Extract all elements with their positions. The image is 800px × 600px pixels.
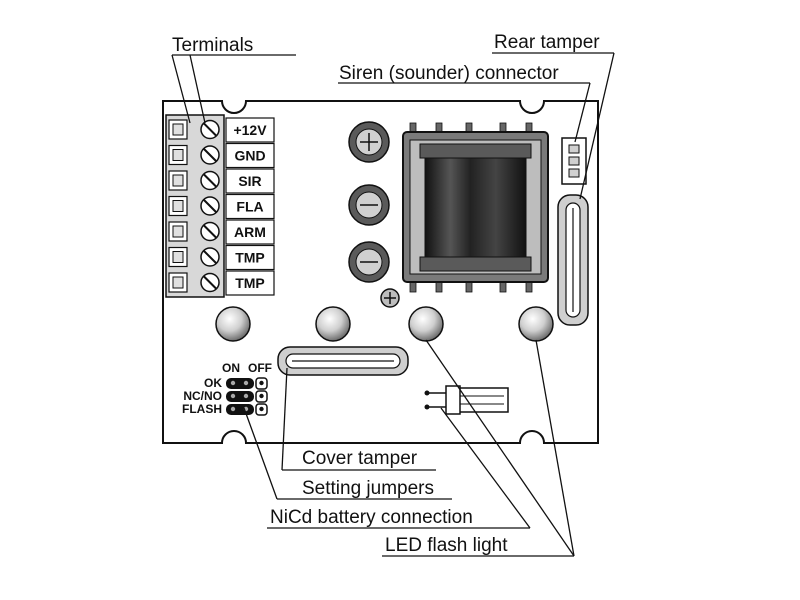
jumper-row-label: NC/NO xyxy=(183,389,222,403)
leader-lines xyxy=(171,52,615,557)
jumper-row-label: OK xyxy=(204,376,222,390)
led-3 xyxy=(408,306,444,342)
terminal-label: GND xyxy=(234,148,265,164)
callout-led-flash: LED flash light xyxy=(385,535,508,556)
callout-setting-jumpers: Setting jumpers xyxy=(302,478,434,499)
terminal-screw-icon xyxy=(200,145,220,165)
terminal-row: FLA xyxy=(168,193,275,220)
terminal-screw-icon xyxy=(200,196,220,216)
led-1 xyxy=(215,306,251,342)
nicd-battery-connector xyxy=(424,385,509,415)
callout-nicd-battery: NiCd battery connection xyxy=(270,507,473,528)
callout-rear-tamper: Rear tamper xyxy=(494,32,600,53)
jumper-row: NC/NO xyxy=(183,389,268,403)
jumper-on-label: ON xyxy=(222,361,240,375)
terminal-screw-icon xyxy=(200,247,220,267)
siren-connector xyxy=(561,137,587,185)
terminal-row: TMP xyxy=(168,244,275,271)
terminal-screw-icon xyxy=(200,272,220,293)
potentiometer xyxy=(380,288,400,308)
jumper-row: FLASH xyxy=(182,402,268,416)
terminal-label: TMP xyxy=(235,250,265,266)
callout-terminals: Terminals xyxy=(172,35,253,56)
terminal-label: ARM xyxy=(234,224,266,240)
terminal-label: TMP xyxy=(235,275,265,291)
jumper-row: OK xyxy=(204,376,268,390)
capacitor-1 xyxy=(348,121,390,163)
terminal-row: SIR xyxy=(168,168,275,194)
terminal-row: GND xyxy=(168,142,275,169)
terminal-label: SIR xyxy=(238,173,261,189)
capacitor-3 xyxy=(348,241,390,283)
terminal-screw-icon xyxy=(200,221,220,242)
cover-tamper-switch xyxy=(277,346,409,376)
rear-tamper-switch xyxy=(557,194,589,326)
terminal-label: +12V xyxy=(233,122,267,138)
terminal-row: TMP xyxy=(168,270,275,296)
capacitor-2 xyxy=(348,184,390,226)
terminal-row: ARM xyxy=(168,219,275,245)
jumper-row-label: FLASH xyxy=(182,402,222,416)
terminal-screw-icon xyxy=(200,119,220,140)
callout-cover-tamper: Cover tamper xyxy=(302,448,418,469)
terminal-label: FLA xyxy=(236,199,263,215)
jumper-off-label: OFF xyxy=(248,361,272,375)
led-2 xyxy=(315,306,351,342)
callout-siren-connector: Siren (sounder) connector xyxy=(339,63,559,84)
transformer-coil xyxy=(402,122,549,293)
led-4 xyxy=(518,306,554,342)
terminal-screw-icon xyxy=(200,170,220,191)
terminal-block: +12V GND SIR FLA ARM TMP TMP xyxy=(165,114,275,298)
terminal-row: +12V xyxy=(168,117,275,143)
